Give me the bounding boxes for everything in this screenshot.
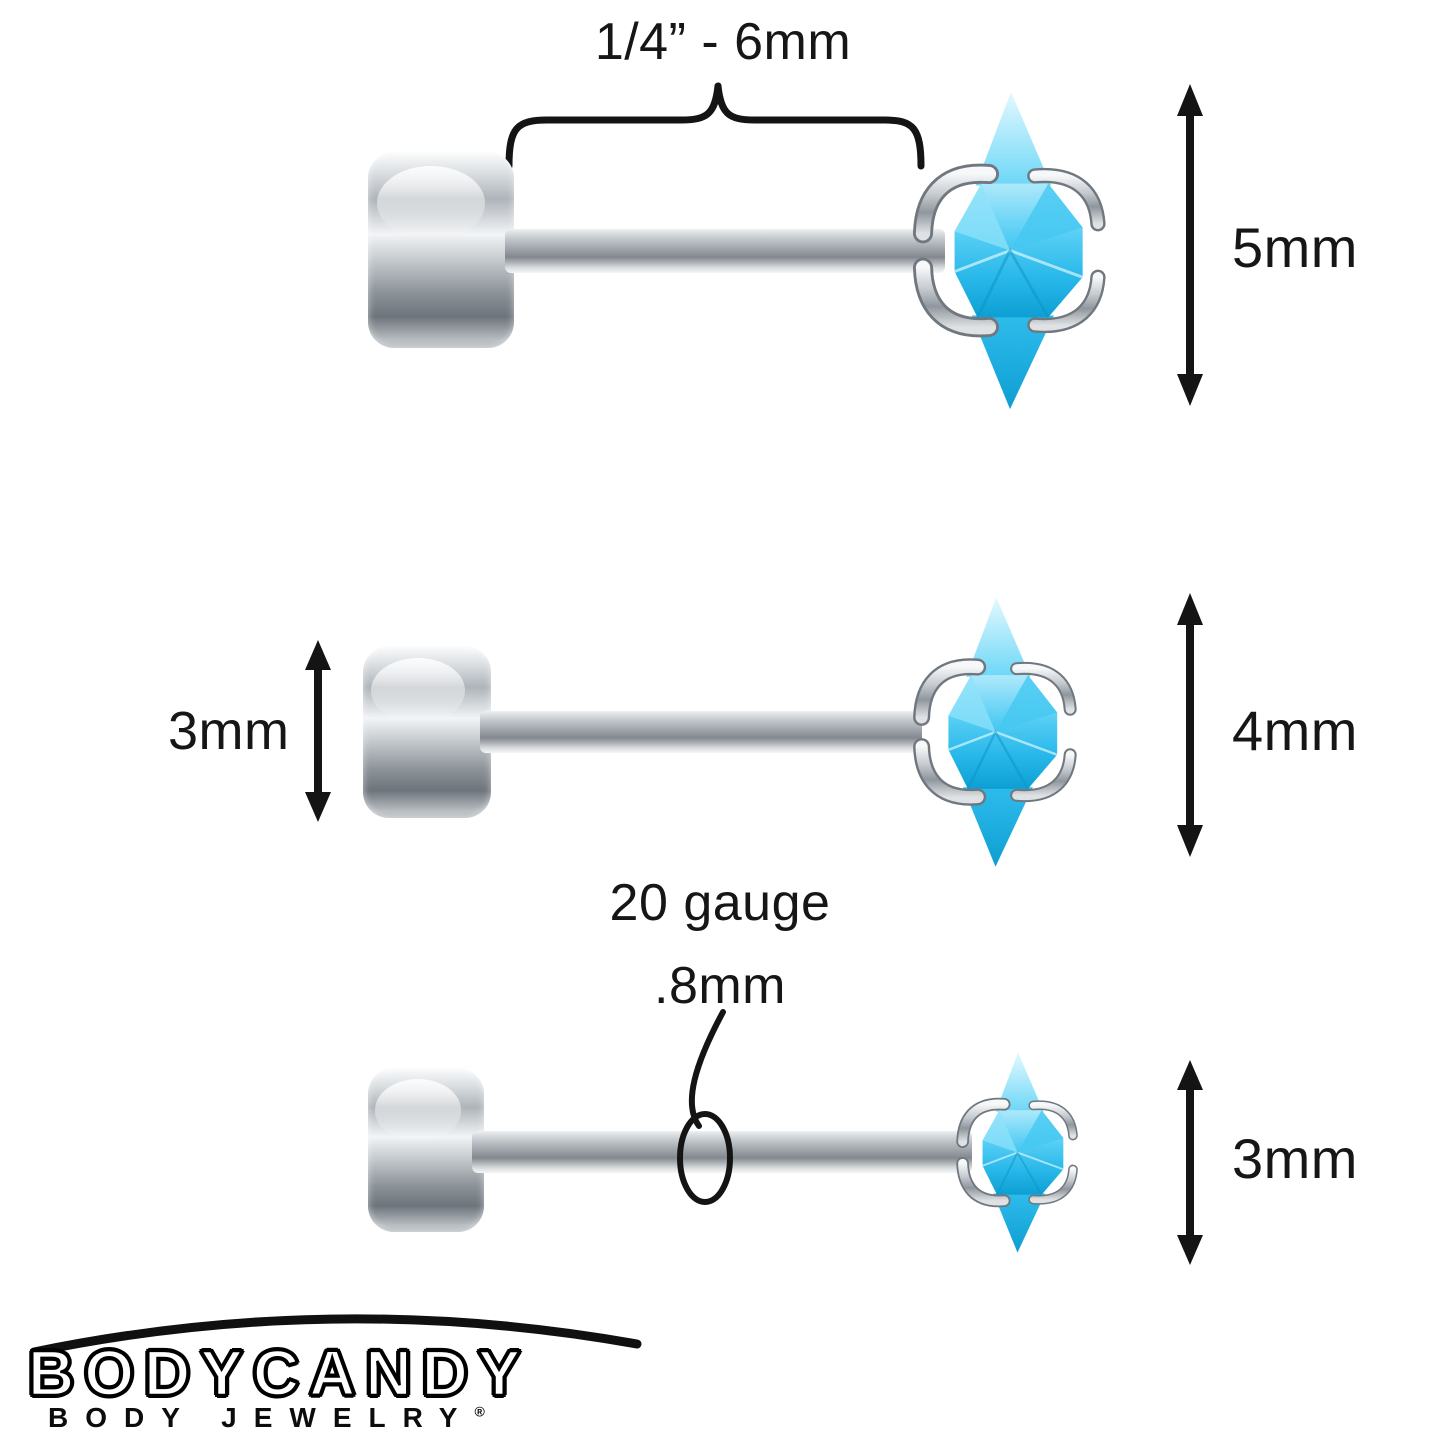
gem-3mm <box>956 1052 1078 1253</box>
gem-5mm <box>912 91 1106 410</box>
length-bracket-icon <box>505 82 925 170</box>
barbell-disc-medium <box>363 646 491 818</box>
dimension-arrow-4mm-icon <box>1177 593 1203 857</box>
brand-logo: BODYCANDY <box>27 1336 531 1411</box>
dimension-arrow-5mm-icon <box>1177 84 1203 406</box>
barbell-post-medium <box>480 711 922 753</box>
disc-size-3mm-label: 3mm <box>168 701 290 761</box>
dimension-arrow-3mm-icon <box>1177 1060 1203 1265</box>
gauge-pointer-icon <box>677 1009 733 1205</box>
barbell-disc-large <box>368 152 514 348</box>
barbell-post-large <box>505 229 945 273</box>
gem-size-4mm-label: 4mm <box>1232 699 1358 762</box>
gem-4mm <box>913 597 1077 867</box>
brand-tagline-text: BODY JEWELRY <box>48 1402 475 1433</box>
registered-mark: ® <box>474 1403 485 1420</box>
gem-size-3mm-label: 3mm <box>1232 1127 1358 1190</box>
gauge-mm-label: .8mm <box>654 957 786 1015</box>
brand-tagline: BODY JEWELRY® <box>48 1402 485 1434</box>
gauge-label: 20 gauge <box>609 874 831 932</box>
barbell-disc-small <box>368 1068 484 1232</box>
gem-size-5mm-label: 5mm <box>1232 216 1358 279</box>
dimension-arrow-disc-icon <box>305 640 331 822</box>
barbell-length-label: 1/4” - 6mm <box>594 13 852 71</box>
barbell-post-small <box>472 1131 972 1173</box>
logo-swoosh-icon <box>29 1314 642 1357</box>
